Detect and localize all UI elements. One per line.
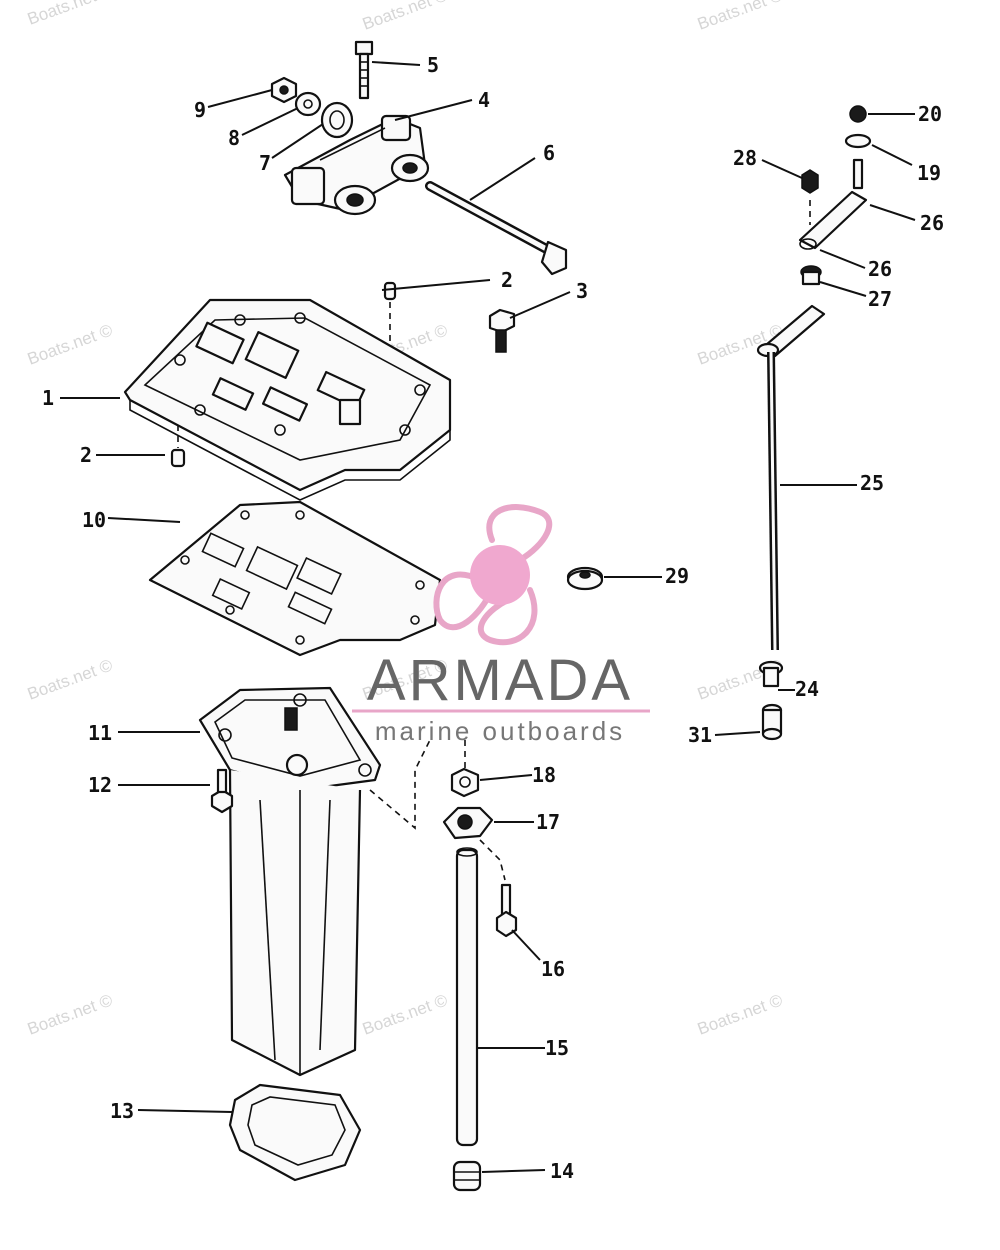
callout-15: 15 [545, 1036, 569, 1060]
assembly-line [479, 839, 506, 881]
watermark: Boats.net © [25, 0, 116, 29]
part-dowel-pin-2-bottom [170, 448, 186, 468]
part-bracket-17 [442, 806, 494, 840]
watermark: Boats.net © [695, 0, 786, 34]
part-nut-18 [450, 767, 480, 798]
part-washer-29 [566, 566, 604, 591]
armada-logo: ARMADA marine outboards [352, 504, 650, 746]
propeller-logo-mark [433, 504, 553, 646]
callout-12: 12 [88, 773, 112, 797]
callout-9: 9 [194, 98, 206, 122]
watermark: Boats.net © [360, 990, 451, 1038]
part-bolt-6 [425, 181, 568, 276]
callout-26: 26 [920, 211, 944, 235]
callout-6: 6 [543, 141, 555, 165]
watermark: Boats.net © [695, 990, 786, 1038]
callout-2: 2 [501, 268, 513, 292]
callout-3: 3 [576, 279, 588, 303]
brand-name: ARMADA [367, 648, 633, 713]
brand-tagline: marine outboards [375, 716, 625, 746]
part-bushing-24 [758, 660, 784, 688]
part-exhaust-housing-11 [198, 686, 382, 1077]
part-screw-16 [495, 883, 518, 938]
callout-31: 31 [688, 723, 712, 747]
watermark: Boats.net © [25, 320, 116, 368]
callout-10: 10 [82, 508, 106, 532]
part-washer-7 [320, 101, 354, 139]
part-adapter-plate-1 [123, 298, 452, 501]
callout-18: 18 [532, 763, 556, 787]
callout-1: 1 [42, 386, 54, 410]
part-gasket-10 [148, 500, 442, 657]
propeller-hub [470, 545, 530, 605]
watermark: Boats.net © [25, 990, 116, 1038]
part-bracket-4 [283, 114, 430, 216]
watermark: Boats.net © [25, 655, 116, 703]
callout-16: 16 [541, 957, 565, 981]
leader-lines [60, 61, 916, 1173]
part-lever-26 [798, 158, 868, 250]
part-washer-19 [844, 133, 872, 149]
watermark: Boats.net © [360, 0, 451, 34]
part-dowel-pin-2-top [383, 281, 397, 301]
callout-27: 27 [868, 287, 892, 311]
callout-8: 8 [228, 126, 240, 150]
part-bolt-5 [354, 40, 374, 100]
callout-24: 24 [795, 677, 819, 701]
callout-11: 11 [88, 721, 112, 745]
part-bushing-27 [800, 265, 822, 286]
part-nut-20 [849, 105, 867, 123]
part-seal-13 [228, 1083, 362, 1182]
callout-7: 7 [259, 151, 271, 175]
callout-28: 28 [733, 146, 757, 170]
part-tube-15 [455, 847, 479, 1147]
part-link-rod-25 [756, 304, 826, 651]
callout-26: 26 [868, 257, 892, 281]
part-bolt-3 [488, 308, 516, 353]
callout-labels: 1 2 2 3 4 5 6 7 8 9 10 11 12 13 14 15 16… [42, 53, 944, 1183]
callout-29: 29 [665, 564, 689, 588]
callout-25: 25 [860, 471, 884, 495]
part-bolt-12 [210, 768, 234, 814]
callout-13: 13 [110, 1099, 134, 1123]
part-nut-28 [801, 169, 819, 194]
callout-20: 20 [918, 102, 942, 126]
callout-19: 19 [917, 161, 941, 185]
callout-5: 5 [427, 53, 439, 77]
callout-17: 17 [536, 810, 560, 834]
callout-2: 2 [80, 443, 92, 467]
callout-4: 4 [478, 88, 490, 112]
part-nut-9 [270, 76, 298, 104]
part-washer-8 [294, 91, 322, 117]
callout-14: 14 [550, 1159, 574, 1183]
assembly-line [369, 739, 431, 830]
part-grommet-14 [452, 1160, 482, 1192]
part-bushing-31 [761, 703, 783, 741]
